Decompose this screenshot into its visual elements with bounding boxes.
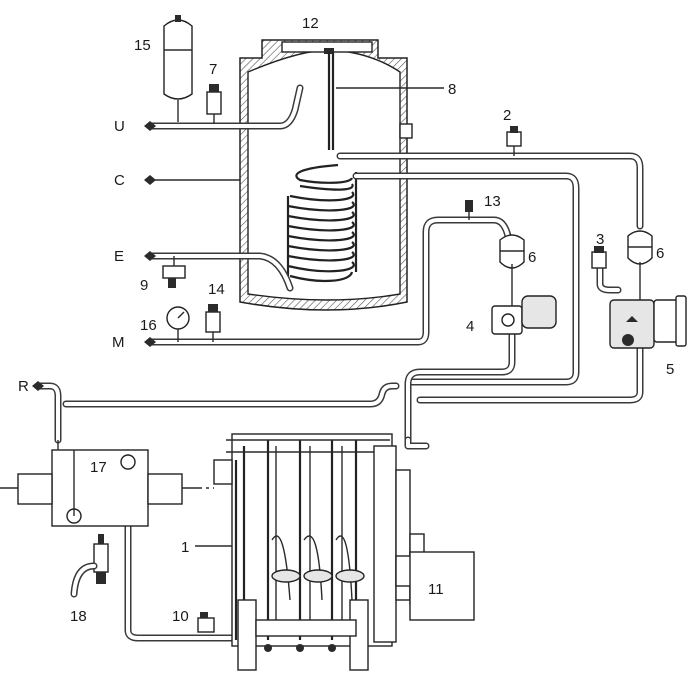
label-17: 17 — [90, 459, 107, 476]
label-2: 2 — [503, 107, 511, 124]
circulation-pump-4 — [491, 264, 557, 335]
port-u-marker — [144, 121, 156, 131]
label-13: 13 — [484, 193, 501, 210]
connection-ports — [32, 121, 156, 391]
check-valve-6-left — [499, 234, 525, 269]
label-16: 16 — [140, 317, 157, 334]
port-c-label: C — [114, 172, 125, 189]
safety-valve-14 — [205, 304, 221, 342]
air-vent-2 — [506, 126, 522, 156]
port-r-label: R — [18, 378, 29, 395]
valve-13 — [465, 200, 473, 220]
heat-exchanger-coil — [286, 163, 358, 283]
label-14: 14 — [208, 281, 225, 298]
pipework — [36, 84, 644, 642]
expansion-vessel — [163, 15, 193, 122]
component-labels: 12 15 7 8 2 13 3 6 6 4 5 9 14 16 17 1 11… — [18, 15, 674, 625]
burner-11 — [395, 533, 475, 621]
label-6-left: 6 — [528, 249, 536, 266]
hydraulic-separator-17 — [0, 440, 214, 527]
label-18: 18 — [70, 608, 87, 625]
label-4: 4 — [466, 318, 474, 335]
hot-water-tank — [239, 39, 444, 311]
drain-tap-10 — [197, 612, 215, 633]
port-r-marker — [32, 381, 44, 391]
check-valve-6-right — [627, 230, 653, 265]
label-10: 10 — [172, 608, 189, 625]
label-3: 3 — [596, 231, 604, 248]
valve-3 — [591, 246, 607, 269]
label-15: 15 — [134, 37, 151, 54]
port-u-label: U — [114, 118, 125, 135]
boiler-body — [195, 433, 411, 671]
port-e-label: E — [114, 248, 124, 265]
label-5: 5 — [666, 361, 674, 378]
label-6-right: 6 — [656, 245, 664, 262]
safety-valve-7 — [206, 84, 222, 124]
label-11: 11 — [428, 581, 444, 598]
drain-valve-9 — [162, 256, 186, 288]
port-m-label: M — [112, 334, 125, 351]
pressure-gauge-16 — [166, 306, 190, 342]
port-m-marker — [144, 337, 156, 347]
pump-unit-5 — [609, 262, 687, 349]
port-e-marker — [144, 251, 156, 261]
drain-cock-18 — [70, 534, 109, 598]
label-8: 8 — [448, 81, 456, 98]
port-c-marker — [144, 175, 156, 185]
label-12: 12 — [302, 15, 319, 32]
label-1: 1 — [181, 539, 189, 556]
label-9: 9 — [140, 277, 148, 294]
label-7: 7 — [209, 61, 217, 78]
